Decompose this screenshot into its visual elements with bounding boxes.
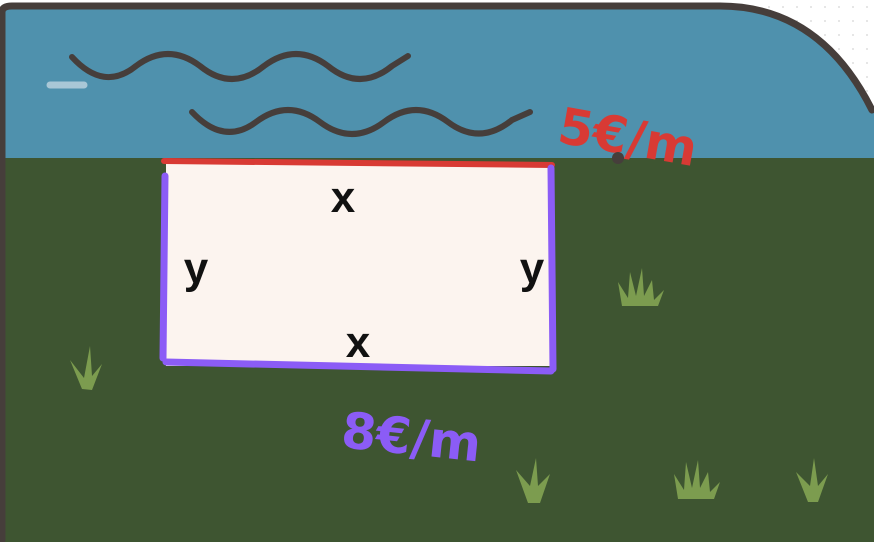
wave-line-top — [69, 51, 411, 82]
water-region — [2, 6, 874, 160]
left-side-fence — [159, 172, 169, 362]
grass-icon — [796, 458, 828, 502]
bottom-side-fence — [162, 358, 555, 375]
left-side-label: y — [184, 244, 209, 293]
grass-icon — [70, 346, 102, 390]
top-side-label: x — [331, 173, 356, 222]
grass-icon — [674, 460, 720, 499]
river-side-fence — [161, 158, 555, 168]
wave-line-bottom — [189, 107, 533, 137]
marker-dot — [612, 152, 624, 164]
bottom-side-label: x — [346, 318, 371, 367]
grass-icon — [516, 458, 550, 503]
field-rectangle — [166, 162, 552, 366]
grass-icon — [618, 268, 664, 306]
right-side-label: y — [520, 244, 545, 293]
right-side-fence — [547, 164, 557, 373]
